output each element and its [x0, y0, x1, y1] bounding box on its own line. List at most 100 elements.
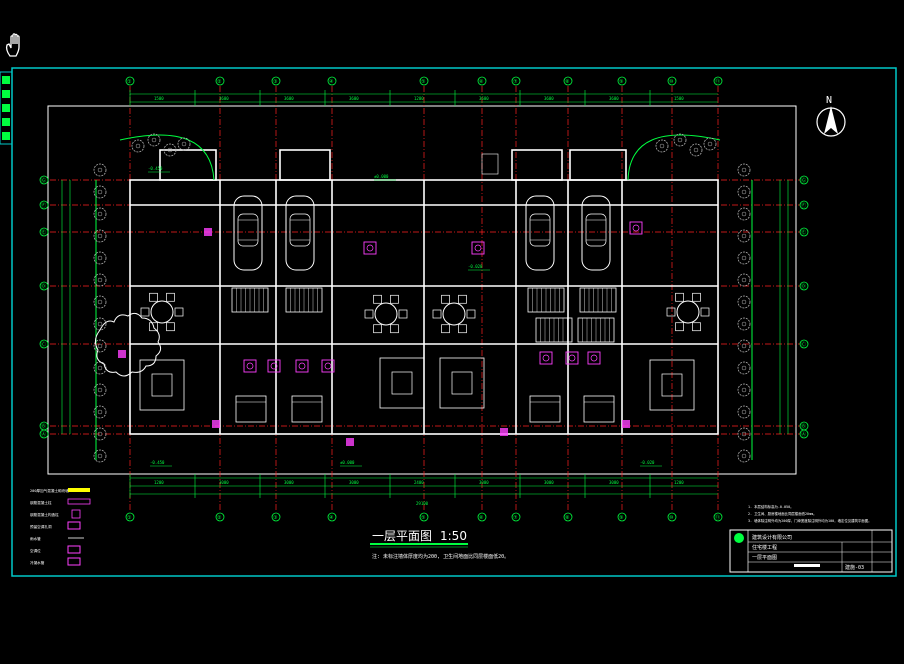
tree-center: [741, 453, 747, 459]
legend: 200厚加气混凝土砌块墙钢筋混凝土柱钢筋混凝土构造柱预留空调孔洞雨水管空调位冷凝…: [30, 488, 91, 566]
axis-bubble: [477, 512, 487, 522]
row-axis-label: Ⓐ: [801, 431, 806, 438]
column-axis-label: ⑩: [669, 515, 674, 521]
bathroom-fixture: [321, 359, 335, 373]
tree-center: [741, 387, 747, 393]
tree-center: [677, 137, 683, 143]
column-axis-label: ①: [127, 79, 132, 85]
general-note-line: 2. 卫生间、厨房楼地面比同层楼面低20mm。: [748, 511, 817, 516]
fixture-basin: [298, 362, 306, 370]
drawing-title: 一层平面图: [372, 529, 432, 543]
column-axis-label: ②: [217, 515, 222, 521]
tree-center: [659, 143, 665, 149]
dining-chair: [373, 294, 382, 304]
general-note-line: 1. 本层结构标高为-0.050。: [748, 504, 794, 509]
axis-bubble: [799, 175, 809, 185]
dining-chair: [692, 292, 701, 302]
tree-center: [741, 409, 747, 415]
column-axis-label: ⑧: [565, 515, 570, 521]
column-axis-label: ⑨: [619, 79, 624, 85]
tree-center: [151, 137, 157, 143]
dimension-text: 1500: [674, 96, 684, 101]
dimension-text: 1200: [154, 480, 164, 485]
fixture-basin: [590, 354, 598, 362]
axis-bubble: [327, 512, 337, 522]
dimension-text: 3000: [284, 480, 294, 485]
dining-chair: [458, 324, 467, 334]
tree-center: [693, 147, 699, 153]
stair: [527, 287, 565, 313]
dining-chair: [149, 322, 158, 332]
tree: [93, 339, 107, 353]
column-axis-label: ③: [273, 79, 278, 85]
elevation-label: -0.020: [468, 264, 483, 269]
bathroom-fixture: [471, 241, 485, 255]
elevation-label: -0.450: [150, 460, 165, 465]
axis-bubble: [39, 339, 49, 349]
tree: [737, 361, 751, 375]
axis-bubble: [215, 76, 225, 86]
tree: [93, 273, 107, 287]
bathroom-fixture: [629, 221, 643, 235]
legend-item-label: 空调位: [30, 548, 41, 553]
bathroom-fixture: [587, 351, 601, 365]
tree-center: [97, 431, 103, 437]
coffee-table: [661, 373, 683, 397]
title-drawing-name: 一层平面图: [752, 555, 777, 561]
ac-unit-mark: [212, 420, 220, 428]
dining-chair: [166, 322, 175, 332]
outer-frame: [11, 67, 897, 577]
dining-chair: [373, 324, 382, 334]
axis-bubble: [667, 76, 677, 86]
legend-symbol: [71, 509, 81, 519]
axis-bubble: [511, 512, 521, 522]
bathroom-fixture: [539, 351, 553, 365]
dining-chair: [364, 309, 374, 319]
tree-center: [741, 167, 747, 173]
pan-hand-icon[interactable]: [4, 32, 28, 58]
axis-bubble: [419, 76, 429, 86]
tree-center: [741, 431, 747, 437]
car: [285, 195, 315, 271]
bathroom-fixture: [243, 359, 257, 373]
tree: [93, 295, 107, 309]
dining-chair: [140, 307, 150, 317]
sofa-set: [379, 357, 425, 409]
legend-symbol: [67, 557, 81, 566]
tree-center: [741, 255, 747, 261]
sofa-set: [439, 357, 485, 409]
car: [581, 195, 611, 271]
dining-chair: [398, 309, 408, 319]
tree: [737, 317, 751, 331]
column-axis-label: ⑤: [421, 515, 426, 521]
sofa-set: [649, 359, 695, 411]
fixture-basin: [366, 244, 374, 252]
tree-center: [97, 299, 103, 305]
building-walls: [129, 149, 719, 435]
tree-center: [741, 189, 747, 195]
tree-center: [741, 321, 747, 327]
fixture-basin: [474, 244, 482, 252]
bathroom-fixture: [267, 359, 281, 373]
row-axis-label: Ⓐ: [41, 431, 46, 438]
dimension-text: 3000: [219, 480, 229, 485]
ac-unit-mark: [118, 350, 126, 358]
company-logo-icon: [734, 533, 744, 543]
dining-chair: [675, 292, 684, 302]
title-drawing-no: 建施-03: [845, 564, 864, 571]
dining-chair: [441, 324, 450, 334]
bed: [291, 395, 323, 423]
legend-symbol: [68, 488, 90, 492]
tree-center: [97, 277, 103, 283]
dining-chair: [692, 322, 701, 332]
car-body: [285, 195, 315, 271]
revision-cloud: [94, 312, 162, 377]
elevation-label: -0.450: [148, 166, 163, 171]
tree: [737, 163, 751, 177]
axis-bubble: [477, 76, 487, 86]
tree: [737, 207, 751, 221]
tree: [93, 229, 107, 243]
tree: [689, 143, 703, 157]
